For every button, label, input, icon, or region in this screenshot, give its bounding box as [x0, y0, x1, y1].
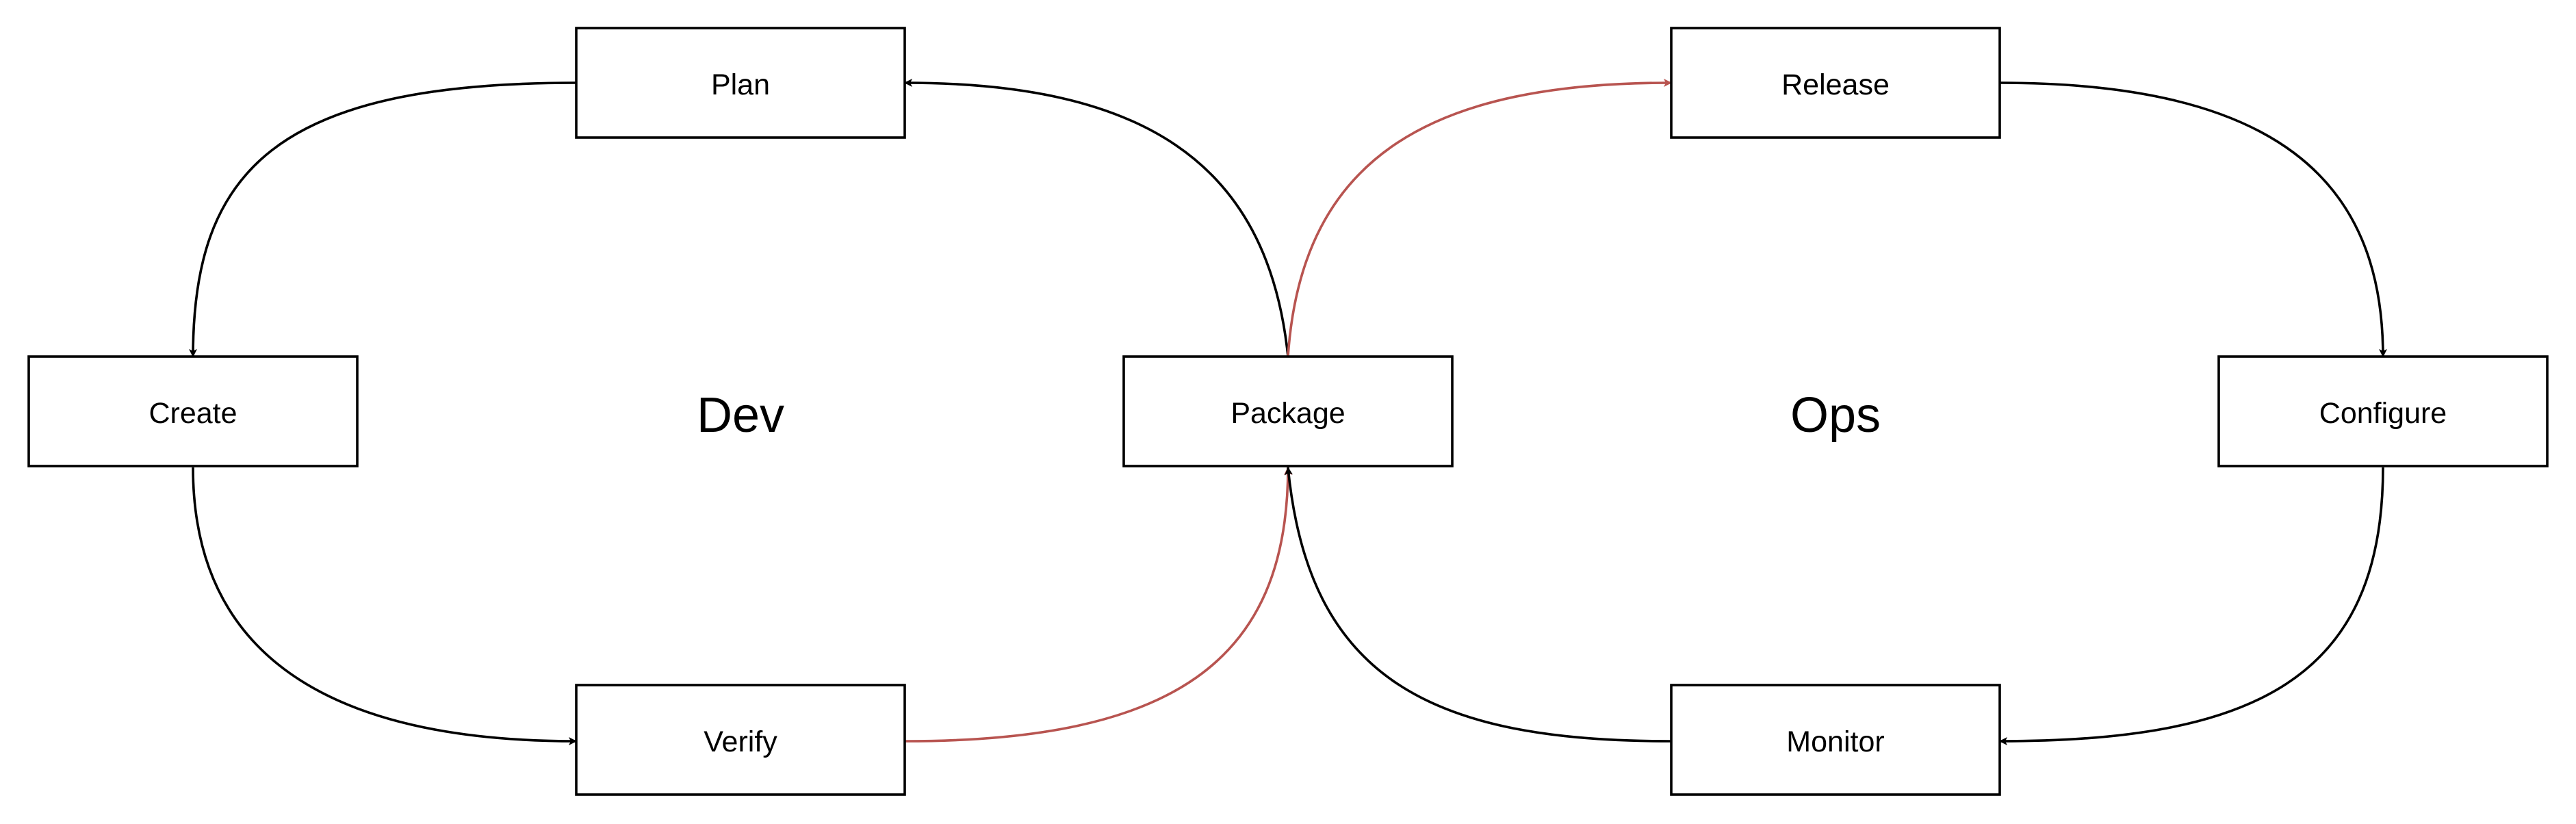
edge-verify-to-package [904, 467, 1292, 743]
node-monitor[interactable]: Monitor [1670, 684, 2001, 796]
node-monitor-label: Monitor [1786, 725, 1884, 758]
node-configure-label: Configure [2319, 397, 2447, 430]
edge-release-to-configure [1999, 81, 2387, 357]
node-package[interactable]: Package [1122, 355, 1454, 467]
ops-group-label: Ops [1790, 388, 1881, 443]
node-plan[interactable]: Plan [575, 27, 906, 139]
node-create-label: Create [149, 397, 237, 430]
dev-group-label: Dev [697, 388, 784, 443]
node-verify-label: Verify [704, 725, 777, 758]
edge-plan-to-create [189, 81, 577, 357]
edge-configure-to-monitor [1999, 467, 2384, 745]
node-create[interactable]: Create [27, 355, 359, 467]
edge-package-to-plan [904, 79, 1289, 357]
edges [189, 79, 2387, 745]
node-release[interactable]: Release [1670, 27, 2001, 139]
edge-package-to-release [1287, 79, 1672, 357]
node-release-label: Release [1781, 68, 1890, 101]
node-verify[interactable]: Verify [575, 684, 906, 796]
node-package-label: Package [1231, 397, 1345, 430]
edge-monitor-to-package [1285, 467, 1672, 743]
edge-create-to-verify [192, 467, 577, 745]
node-configure[interactable]: Configure [2217, 355, 2549, 467]
node-plan-label: Plan [711, 68, 770, 101]
